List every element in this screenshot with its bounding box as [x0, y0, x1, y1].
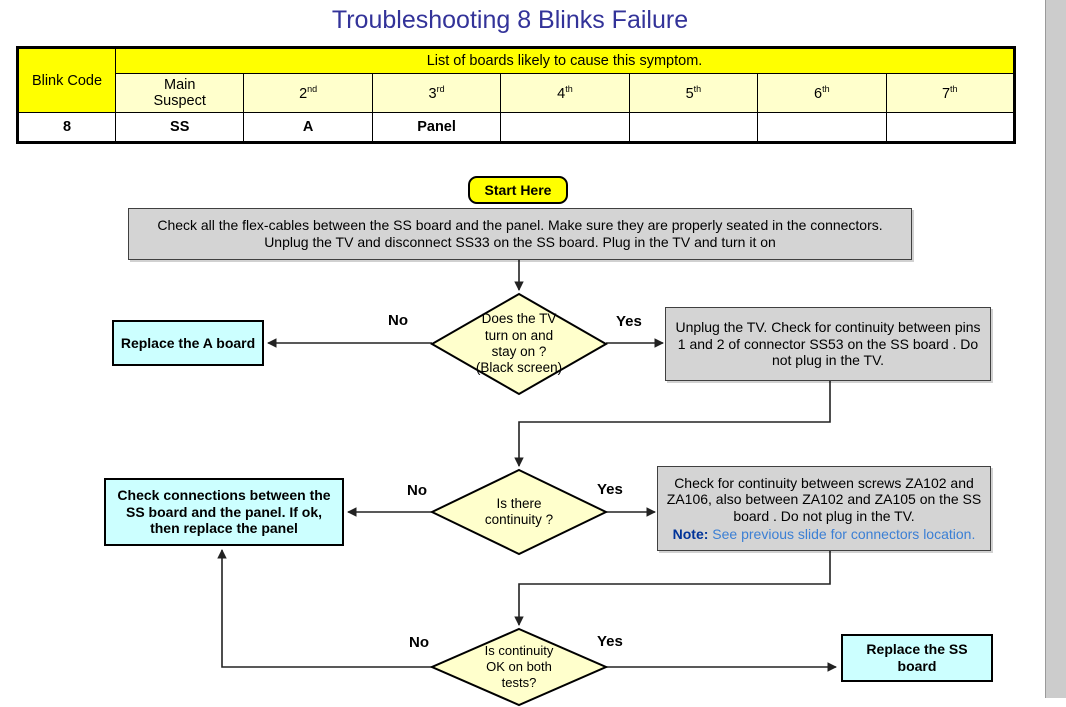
edge-label-yes-2: Yes	[597, 481, 623, 498]
blink-code-table: Blink Code List of boards likely to caus…	[16, 46, 1016, 144]
table-cell-7th	[885, 112, 1016, 143]
edge-label-no-1: No	[388, 312, 408, 329]
table-cell-3rd: Panel	[371, 112, 502, 143]
edge-label-no-3: No	[409, 634, 429, 651]
decision-diamond-shape	[430, 468, 608, 556]
decision-tv-turns-on[interactable]: Does the TV turn on and stay on ? (Black…	[430, 292, 608, 396]
table-header-row: Blink Code List of boards likely to caus…	[17, 47, 1015, 113]
process-step-2: Unplug the TV. Check for continuity betw…	[665, 307, 991, 381]
table-subheader-3rd: 3rd	[371, 73, 502, 113]
table-cell-4th	[500, 112, 630, 143]
result-replace-ss-board: Replace the SS board	[841, 634, 993, 682]
page-title: Troubleshooting 8 Blinks Failure	[331, 6, 689, 34]
edge-label-yes-1: Yes	[616, 313, 642, 330]
page-gutter-divider	[1045, 0, 1046, 698]
process-step-3: Check for continuity between screws ZA10…	[657, 466, 991, 551]
page-gutter-panel	[1046, 0, 1066, 698]
table-subheader-5th: 5th	[628, 73, 759, 113]
table-cell-main-suspect: SS	[114, 112, 245, 143]
decision-is-there-continuity[interactable]: Is there continuity ?	[430, 468, 608, 556]
note-text: See previous slide for connectors locati…	[708, 525, 976, 542]
edge-label-no-2: No	[407, 482, 427, 499]
decision-diamond-shape	[430, 292, 608, 396]
table-cell-2nd: A	[243, 112, 373, 143]
result-replace-a-board: Replace the A board	[112, 320, 264, 366]
table-cell-6th	[757, 112, 887, 143]
note-keyword: Note:	[672, 525, 709, 542]
table-header-blink-code: Blink Code	[17, 47, 116, 113]
table-subheader-2nd: 2nd	[243, 73, 373, 113]
table-subheader-7th: 7th	[885, 73, 1016, 113]
table-row: 8 SS A Panel	[17, 112, 1016, 143]
decision-diamond-shape	[430, 627, 608, 707]
process-step-3-note: Note: See previous slide for connectors …	[673, 526, 976, 543]
process-step-3-text: Check for continuity between screws ZA10…	[666, 474, 982, 524]
table-subheader-4th: 4th	[500, 73, 630, 113]
table-subheader-6th: 6th	[757, 73, 887, 113]
edge-label-yes-3: Yes	[597, 633, 623, 650]
decision-continuity-ok-both[interactable]: Is continuity OK on both tests?	[430, 627, 608, 707]
start-here-button[interactable]: Start Here	[468, 176, 568, 204]
table-cell-5th	[628, 112, 759, 143]
result-check-connections: Check connections between the SS board a…	[104, 478, 344, 546]
table-header-list: List of boards likely to cause this symp…	[115, 47, 1015, 74]
process-step-1: Check all the flex-cables between the SS…	[128, 208, 912, 260]
table-cell-code: 8	[17, 112, 116, 143]
